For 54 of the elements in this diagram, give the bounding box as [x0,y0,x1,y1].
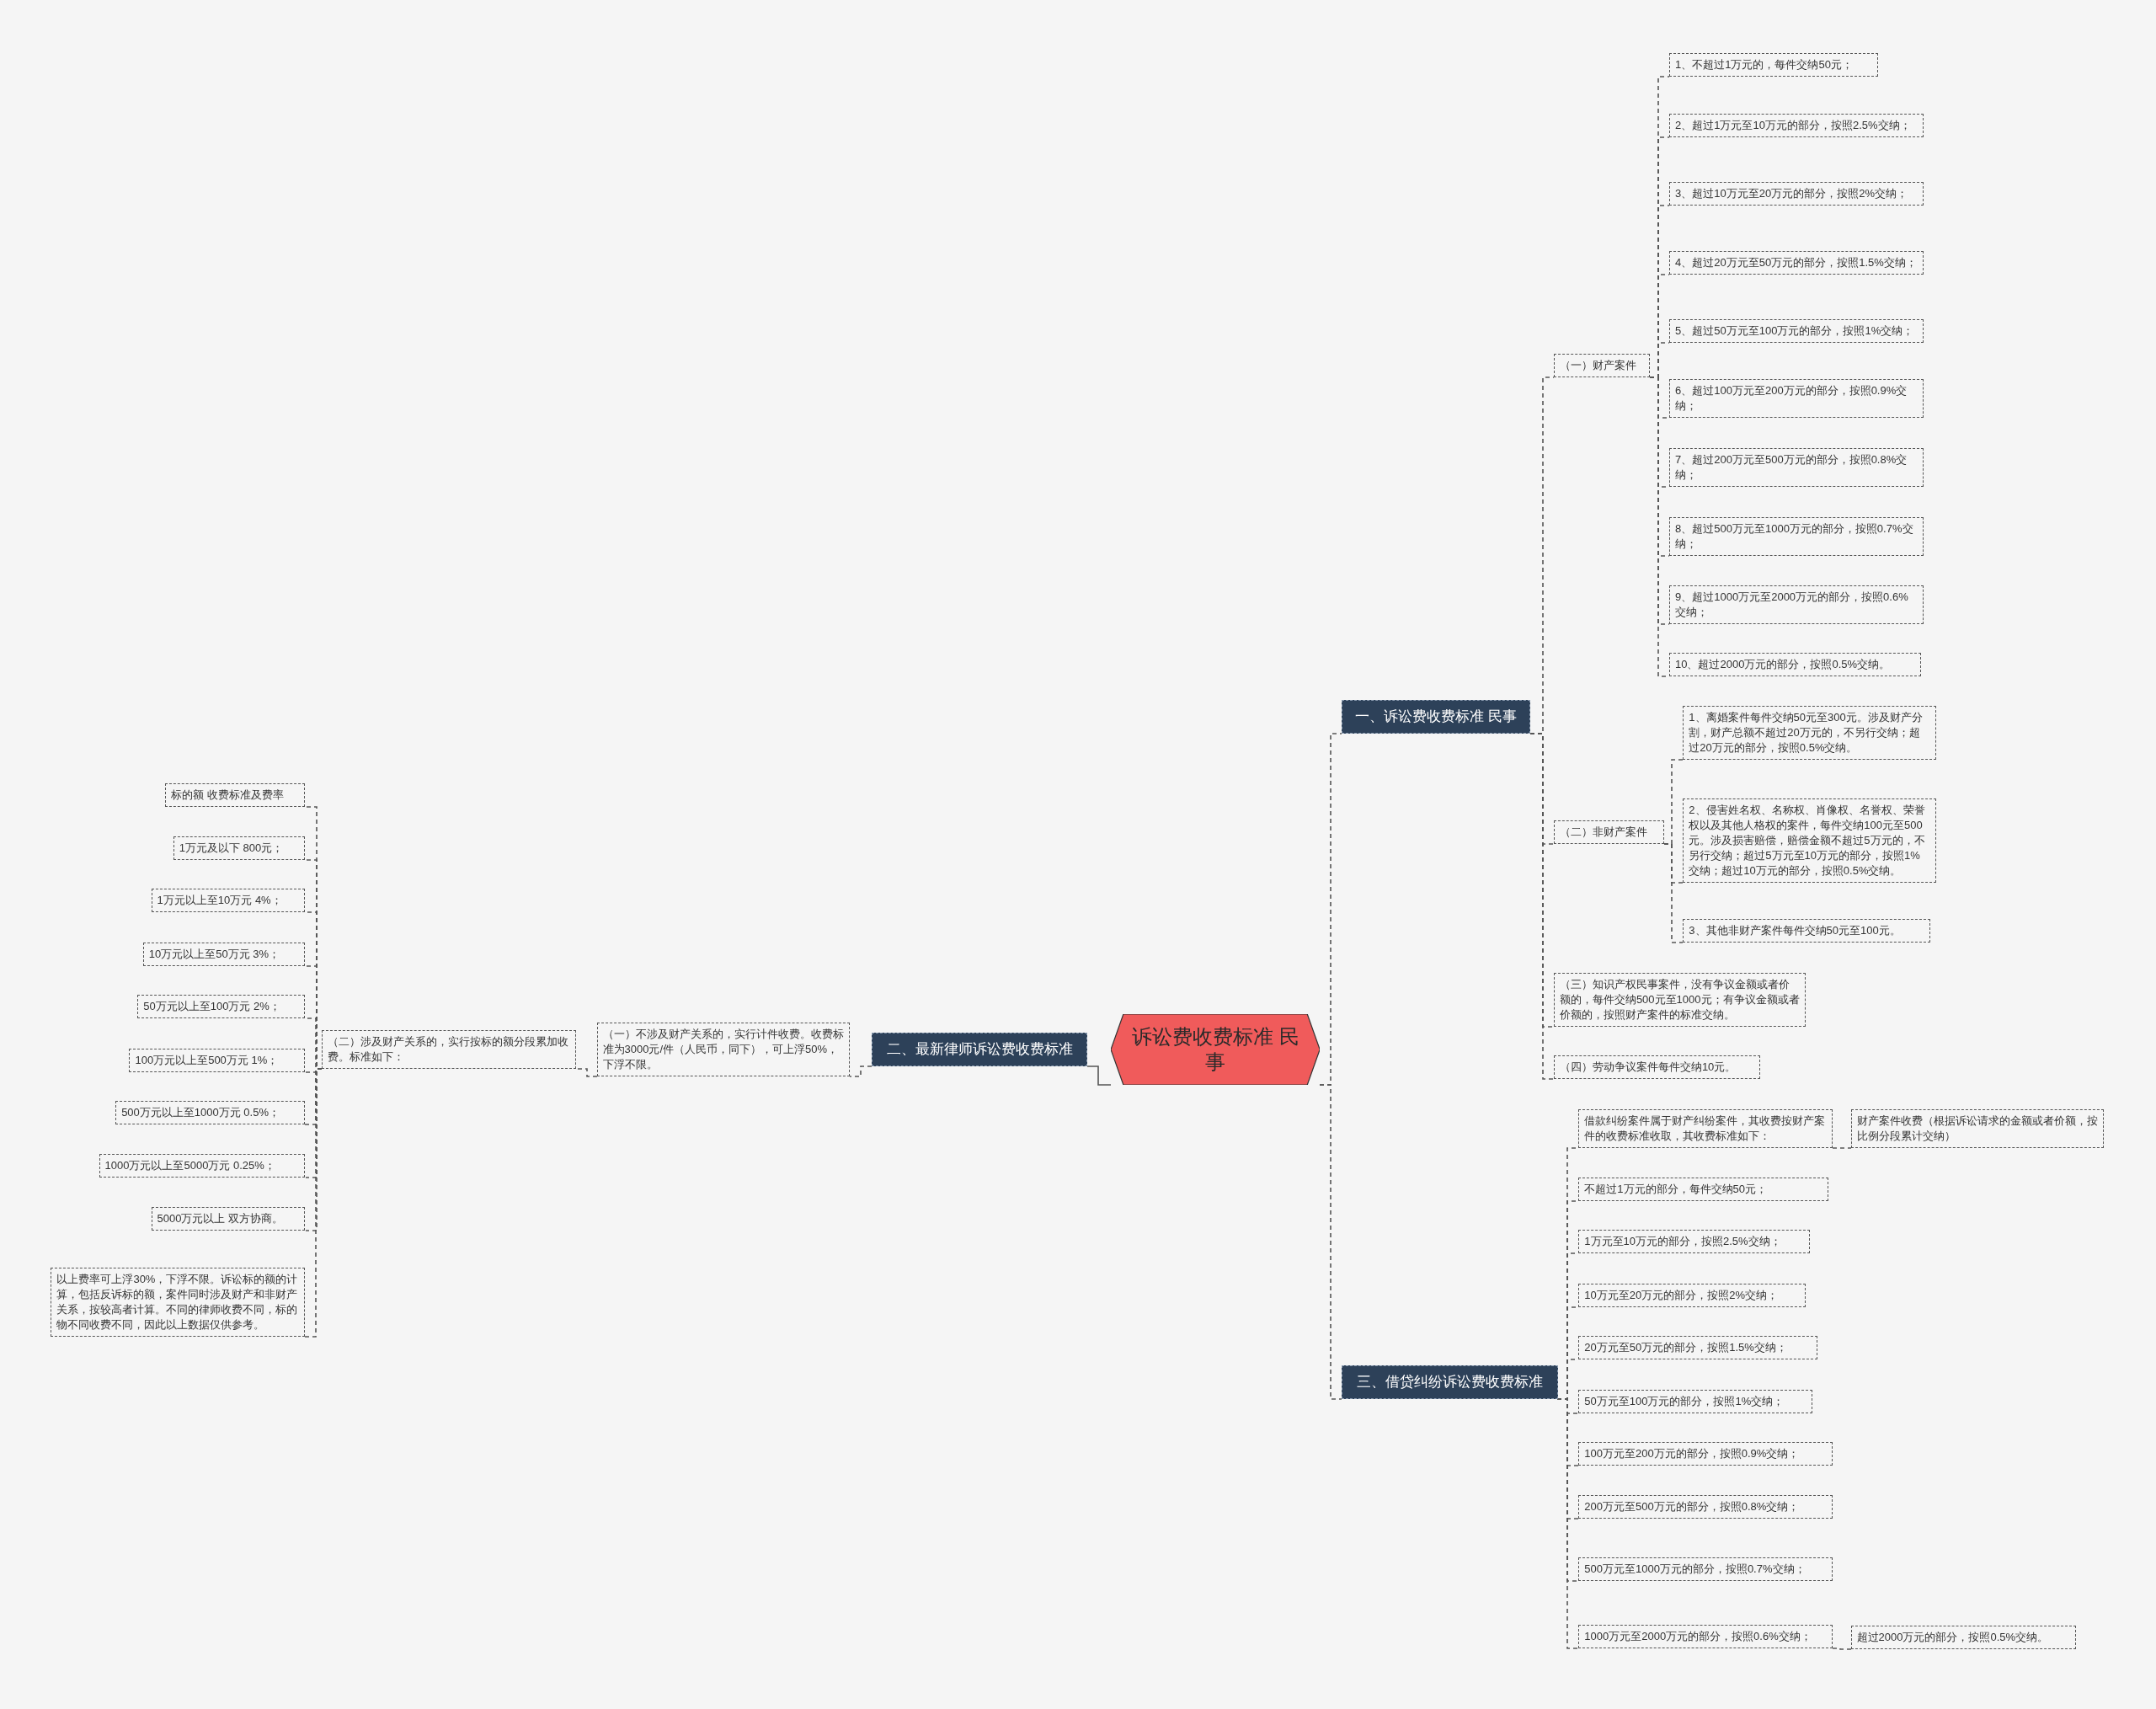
topic-card: 1000万元至2000万元的部分，按照0.6%交纳； [1578,1624,1833,1648]
topic-card: 5、超过50万元至100万元的部分，按照1%交纳； [1669,319,1924,344]
topic-card: 50万元以上至100万元 2%； [137,995,306,1019]
topic-card: 100万元以上至500万元 1%； [129,1048,306,1072]
connector-line [1832,1147,1852,1149]
topic-card: 10万元以上至50万元 3%； [142,943,306,967]
topic-card: 3、超过10万元至20万元的部分，按照2%交纳； [1669,182,1924,206]
topic-card: （二）非财产案件 [1553,820,1664,844]
topic-card: 6、超过100万元至200万元的部分，按照0.9%交纳； [1669,379,1924,419]
topic-card: 7、超过200万元至500万元的部分，按照0.8%交纳； [1669,448,1924,488]
topic-card: 借款纠纷案件属于财产纠纷案件，其收费按财产案件的收费标准收取，其收费标准如下： [1578,1109,1833,1149]
connector-line [575,1068,598,1077]
topic-card: 10万元至20万元的部分，按照2%交纳； [1578,1283,1806,1307]
topic-card: 20万元至50万元的部分，按照1.5%交纳； [1578,1336,1818,1359]
topic-card: 200万元至500万元的部分，按照0.8%交纳； [1578,1495,1833,1519]
topic-card: （四）劳动争议案件每件交纳10元。 [1553,1055,1760,1079]
topic-card: 500万元以上至1000万元 0.5%； [115,1100,306,1124]
connector-line [1319,1084,1342,1400]
topic-card: 8、超过500万元至1000万元的部分，按照0.7%交纳； [1669,516,1924,556]
topic-card: 500万元至1000万元的部分，按照0.7%交纳； [1578,1557,1833,1581]
topic-card: 1000万元以上至5000万元 0.25%； [99,1154,306,1178]
topic-card: 标的额 收费标准及费率 [164,782,306,807]
topic-card: 1万元及以下 800元； [173,836,306,861]
topic-card: 5000万元以上 双方协商。 [151,1206,306,1231]
topic-card: 100万元至200万元的部分，按照0.9%交纳； [1578,1441,1833,1466]
topic-card: 财产案件收费（根据诉讼请求的金额或者价额，按比例分段累计交纳） [1850,1109,2104,1149]
central-topic: 诉讼费收费标准 民事 [1111,1013,1321,1085]
topic-card: 1万元至10万元的部分，按照2.5%交纳； [1578,1230,1810,1254]
topic-card: （一）财产案件 [1553,354,1651,378]
topic-card: （三）知识产权民事案件，没有争议金额或者价额的，每件交纳500元至1000元；有争议金额或者价额的，按照财产案件的标准交纳。 [1553,972,1806,1027]
topic-card: 10、超过2000万元的部分，按照0.5%交纳。 [1669,652,1921,676]
topic-card: 以上费率可上浮30%，下浮不限。诉讼标的额的计算，包括反诉标的额，案件同时涉及财产和非财产关系，按较高者计算。不同的律师收费不同，标的物不同收费不同，因此以上数据仅供参考。 [51,1268,306,1338]
topic-card: 1万元以上至10万元 4%； [151,889,306,913]
branch-topic: 一、诉讼费收费标准 民事 [1342,699,1531,734]
connector-line [1663,843,1684,943]
topic-card: 50万元至100万元的部分，按照1%交纳； [1578,1389,1812,1413]
topic-card: 9、超过1000万元至2000万元的部分，按照0.6%交纳； [1669,585,1924,625]
connector-line [1086,1065,1112,1086]
connector-line [1832,1648,1852,1650]
topic-card: 不超过1万元的部分，每件交纳50元； [1578,1178,1829,1202]
topic-card: 1、不超过1万元的，每件交纳50元； [1669,52,1879,77]
topic-card: 4、超过20万元至50万元的部分，按照1.5%交纳； [1669,250,1924,275]
connector-line [849,1065,873,1077]
topic-card: （一）不涉及财产关系的，实行计件收费。收费标准为3000元/件（人民币，同下），可上浮50%，下浮不限。 [596,1022,850,1076]
topic-card: （二）涉及财产关系的，实行按标的额分段累加收费。标准如下： [322,1029,577,1069]
topic-card: 2、侵害姓名权、名称权、肖像权、名誉权、荣誉权以及其他人格权的案件，每件交纳100元至500元。涉及损害赔偿，赔偿金额不超过5万元的，不另行交纳；超过5万元至10万元的部分，按照1%交纳；超过10万元的部分，按照0.5%交纳。 [1683,798,1936,883]
topic-card: 超过2000万元的部分，按照0.5%交纳。 [1850,1626,2077,1650]
branch-topic: 二、最新律师诉讼费收费标准 [872,1032,1088,1066]
topic-card: 1、离婚案件每件交纳50元至300元。涉及财产分割，财产总额不超过20万元的，不另行交纳；超过20万元的部分，按照0.5%交纳。 [1683,706,1936,761]
connector-line [304,1068,323,1338]
connector-line [1556,1398,1579,1649]
topic-card: 3、其他非财产案件每件交纳50元至100元。 [1683,919,1931,943]
branch-topic: 三、借贷纠纷诉讼费收费标准 [1342,1365,1558,1399]
topic-card: 2、超过1万元至10万元的部分，按照2.5%交纳； [1669,113,1924,137]
